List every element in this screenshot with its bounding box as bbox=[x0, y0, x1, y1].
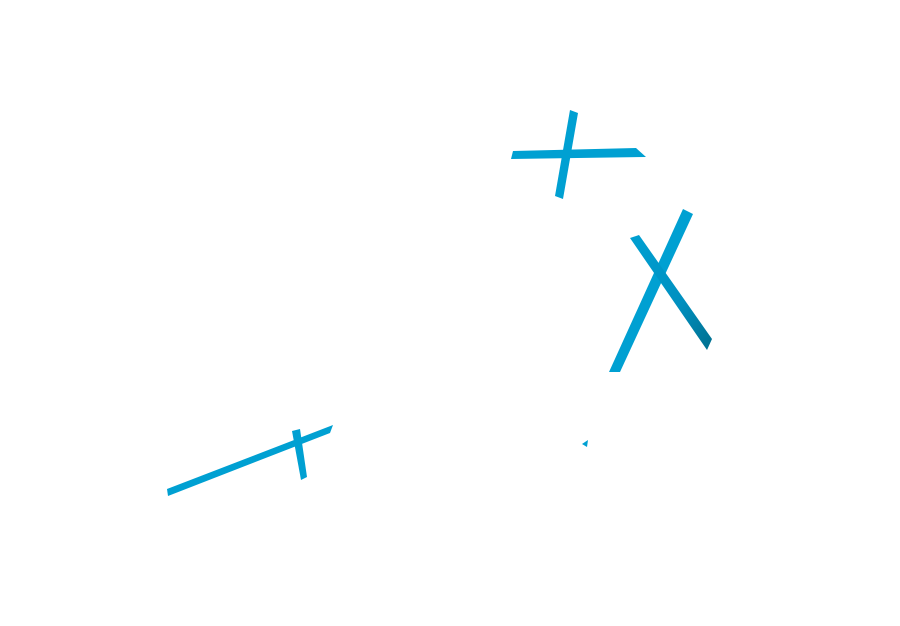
bottom-cross-short-stroke bbox=[292, 429, 307, 480]
top-cross-horizontal-stroke bbox=[511, 148, 646, 159]
bottom-left-cross-mark bbox=[167, 425, 333, 496]
top-cross-vertical-stroke bbox=[555, 110, 578, 199]
x-mark-falling-stroke bbox=[630, 235, 712, 350]
small-fragment-shard bbox=[582, 440, 588, 447]
bottom-cross-long-stroke bbox=[167, 425, 333, 496]
x-mark bbox=[609, 209, 712, 372]
top-cross-mark bbox=[511, 110, 646, 199]
x-mark-rising-stroke bbox=[609, 209, 693, 372]
